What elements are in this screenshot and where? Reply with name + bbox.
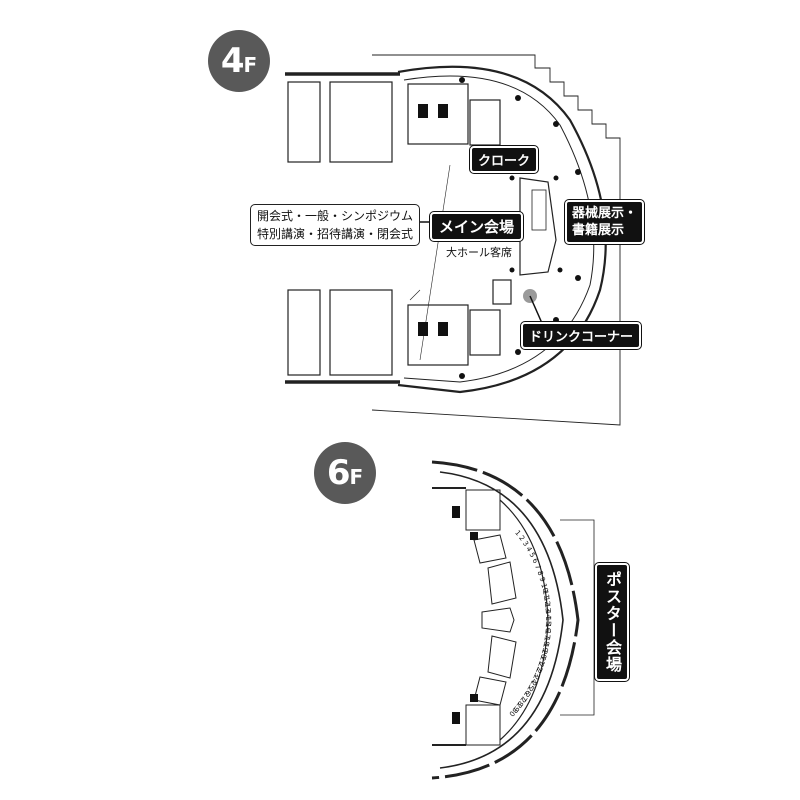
poster-number: 27 — [519, 690, 531, 702]
column-dot — [575, 275, 581, 281]
poster-number: 23 — [532, 667, 543, 678]
floor-4-number: 4 — [220, 41, 245, 81]
pillar-6f — [470, 532, 478, 540]
poster-board — [487, 635, 517, 679]
exhibition-label-line2: 書籍展示 — [572, 223, 625, 238]
poster-number: 10 — [539, 583, 549, 594]
poster-number: 28 — [516, 696, 528, 708]
restroom-icon — [452, 712, 460, 724]
poster-number: 2 — [517, 534, 526, 542]
column-dot — [515, 95, 521, 101]
events-info-box: 開会式・一般・シンポジウム 特別講演・招待講演・閉会式 — [250, 204, 421, 246]
poster-number: 20 — [539, 649, 549, 659]
poster-number: 11 — [541, 589, 551, 599]
stair-6f-top — [465, 489, 501, 531]
restroom-icon — [418, 322, 428, 336]
room-block-bot-1 — [287, 289, 321, 376]
column-dot — [459, 77, 465, 83]
poster-number: 22 — [535, 661, 545, 672]
main-hall-label: メイン会場 — [430, 212, 524, 241]
column-dot — [553, 121, 559, 127]
poster-board — [473, 676, 507, 706]
floor-6-unit: F — [349, 465, 364, 489]
events-info-line1: 開会式・一般・シンポジウム — [257, 209, 414, 223]
poster-number: 29 — [512, 701, 524, 713]
restroom-icon — [452, 506, 460, 518]
room-block-top-1 — [287, 81, 321, 163]
poster-board — [487, 561, 517, 605]
poster-number: 17 — [543, 630, 552, 639]
stage-steps — [531, 189, 547, 231]
restroom-icon — [438, 322, 448, 336]
poster-number: 15 — [544, 617, 552, 626]
poster-number: 21 — [537, 655, 547, 666]
poster-number: 9 — [538, 576, 547, 583]
room-block-bot-2 — [329, 289, 393, 376]
poster-hall-inner-arc-2 — [499, 499, 549, 741]
side-block-bottom — [492, 279, 512, 305]
poster-number: 12 — [542, 596, 551, 606]
exhibition-label: 器械展示・ 書籍展示 — [565, 200, 645, 244]
stair-bottom — [469, 309, 501, 356]
poster-number: 4 — [524, 545, 533, 554]
poster-board — [473, 534, 507, 564]
poster-hall-inner-arc — [439, 471, 564, 769]
stair-top — [469, 99, 501, 146]
restroom-icon — [438, 104, 448, 118]
poster-bracket — [560, 519, 595, 716]
poster-hall-outer-arc — [431, 460, 580, 780]
column-dot — [515, 349, 521, 355]
poster-number: 19 — [541, 643, 550, 653]
restroom-bottom — [407, 304, 469, 366]
poster-number: 25 — [526, 679, 537, 691]
poster-number: 5 — [528, 551, 537, 559]
floor-4-unit: F — [243, 53, 258, 77]
poster-number: 13 — [543, 603, 552, 613]
poster-number: 3 — [521, 540, 530, 548]
poster-number: 14 — [544, 610, 553, 620]
poster-number: 26 — [523, 685, 535, 697]
poster-board — [481, 607, 515, 633]
poster-number: 24 — [529, 673, 540, 685]
main-hall-seats-text: 大ホール客席 — [446, 246, 512, 259]
column-dot — [575, 169, 581, 175]
events-info-line2: 特別講演・招待講演・閉会式 — [257, 227, 414, 241]
poster-number: 18 — [542, 636, 551, 646]
column-dot — [509, 175, 515, 181]
room-block-top-2 — [329, 81, 393, 163]
poster-hall-label: ポスター会場 — [595, 563, 629, 681]
stage-area — [519, 177, 557, 276]
column-dot — [553, 317, 559, 323]
floor-6-number: 6 — [326, 453, 351, 493]
poster-number-list: 1234567891011121314151617181920212223242… — [507, 529, 552, 718]
poster-number: 8 — [536, 570, 545, 577]
outer-stepped-wall-top — [371, 54, 621, 426]
poster-number: 1 — [513, 529, 522, 538]
drink-corner-label: ドリンクコーナー — [521, 322, 642, 349]
pillar-6f — [470, 694, 478, 702]
column-dot — [459, 373, 465, 379]
column-dot — [557, 267, 563, 273]
column-dot — [553, 175, 559, 181]
poster-number: 6 — [530, 557, 539, 565]
exhibition-label-line1: 器械展示・ — [572, 206, 638, 221]
restroom-top — [407, 83, 469, 145]
poster-number: 7 — [533, 563, 542, 570]
stair-6f-bottom — [465, 704, 501, 746]
poster-number: 30 — [507, 706, 519, 718]
seating-divider-2 — [409, 289, 421, 301]
column-dot — [509, 267, 515, 273]
restroom-icon — [418, 104, 428, 118]
cloak-label: クローク — [470, 146, 539, 173]
poster-number: 16 — [544, 623, 552, 633]
